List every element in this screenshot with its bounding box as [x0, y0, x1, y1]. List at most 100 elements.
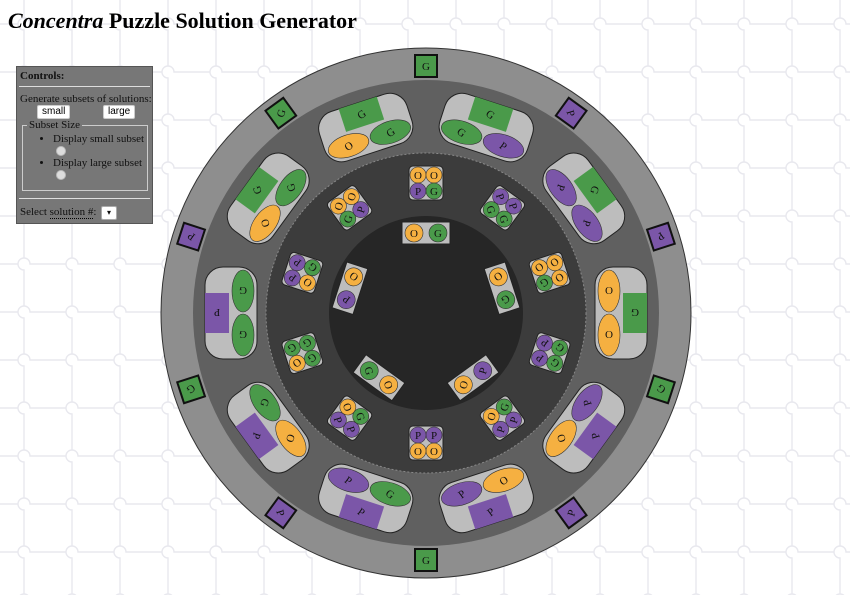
subset-size-legend: Subset Size [29, 119, 81, 131]
oval-orange [482, 467, 525, 493]
piece-letter: O [605, 328, 613, 340]
controls-header: Controls: [20, 70, 65, 82]
large-button[interactable]: large [103, 105, 136, 119]
center-disc [329, 216, 523, 410]
dot-orange [489, 267, 508, 287]
marker-purple [554, 496, 588, 530]
middle-tile [326, 395, 373, 441]
bar-purple [573, 412, 617, 460]
piece-letter: P [589, 431, 602, 441]
piece-letter: G [483, 204, 497, 215]
oval-orange [597, 313, 621, 357]
bar-purple [338, 494, 385, 530]
piece-letter: G [239, 328, 247, 340]
oval-green [369, 481, 411, 507]
piece-letter: O [345, 191, 359, 202]
dot-orange [482, 408, 500, 425]
marker-green [414, 54, 438, 78]
piece-letter: P [415, 186, 421, 198]
oval-green [231, 313, 255, 357]
piece-letter: P [565, 508, 578, 518]
bar-purple [205, 293, 229, 333]
dot-green [496, 290, 516, 309]
dot-orange [404, 223, 424, 243]
marker-purple [645, 221, 677, 252]
piece-letter: O [340, 402, 354, 413]
dot-purple [409, 426, 427, 444]
option-small: Display small subset [53, 133, 147, 157]
oval-orange [327, 133, 370, 159]
piece-letter: P [495, 425, 508, 435]
piece-letter: G [251, 184, 265, 195]
dot-purple [336, 290, 356, 309]
dot-green [495, 210, 513, 228]
piece-letter: O [555, 432, 569, 443]
piece-letter: G [342, 214, 356, 225]
dot-green [425, 182, 443, 200]
piece-letter: G [498, 402, 512, 413]
dot-green [304, 259, 321, 276]
piece-letter: P [355, 205, 368, 215]
piece-letter: P [431, 430, 437, 442]
oval-purple [571, 204, 603, 242]
piece-letter: O [605, 284, 613, 296]
bar-green [338, 96, 385, 132]
dot-orange [344, 267, 363, 287]
piece-letter: P [331, 415, 344, 425]
piece-letter: G [422, 61, 430, 73]
dot-green [359, 361, 379, 380]
marker-purple [264, 496, 298, 530]
bar-green [573, 166, 617, 214]
oval-purple [571, 384, 603, 422]
divider [19, 198, 150, 199]
piece-letter: O [259, 217, 273, 228]
piece-letter: P [506, 202, 519, 212]
generate-label: Generate subsets of solutions: [20, 93, 152, 105]
piece-letter: O [485, 411, 499, 422]
piece-letter: G [257, 397, 271, 408]
piece-letter: P [564, 109, 577, 119]
controls-panel: Controls: Generate subsets of solutions:… [16, 66, 153, 224]
marker-green [414, 548, 438, 572]
small-subset-radio[interactable] [56, 146, 66, 157]
oval-green [231, 269, 255, 313]
marker-purple [175, 221, 207, 252]
piece-letter: O [430, 170, 438, 182]
piece-letter: G [434, 228, 442, 240]
piece-letter: G [430, 186, 438, 198]
piece-letter: O [410, 228, 418, 240]
marker-green [264, 96, 298, 130]
piece-letter: G [285, 182, 299, 193]
middle-tile [479, 185, 526, 231]
oval-orange [545, 419, 577, 457]
dot-orange [379, 375, 398, 395]
large-subset-radio[interactable] [56, 170, 66, 181]
oval-orange [249, 204, 281, 242]
piece-letter: P [344, 425, 357, 435]
piece-letter: O [381, 379, 395, 390]
piece-letter: O [414, 446, 422, 458]
piece-letter: G [422, 555, 430, 567]
bar-green [235, 166, 279, 214]
piece-letter: P [273, 508, 286, 518]
dot-green [428, 223, 448, 243]
piece-letter: O [457, 379, 471, 390]
oval-orange [597, 269, 621, 313]
oval-purple [441, 481, 483, 507]
oval-purple [545, 169, 577, 207]
solution-select[interactable]: ▾ [101, 206, 117, 220]
dot-green [536, 274, 553, 292]
piece-letter: O [332, 201, 346, 212]
small-button[interactable]: small [37, 105, 71, 119]
piece-letter: O [283, 432, 297, 443]
bar-green [623, 293, 647, 333]
piece-letter: O [414, 170, 422, 182]
oval-green [249, 384, 281, 422]
dot-purple [473, 361, 493, 380]
piece-letter: P [249, 431, 262, 441]
oval-orange [275, 419, 307, 457]
oval-purple [327, 467, 370, 493]
piece-letter: P [214, 306, 220, 318]
middle-tile [326, 185, 373, 231]
